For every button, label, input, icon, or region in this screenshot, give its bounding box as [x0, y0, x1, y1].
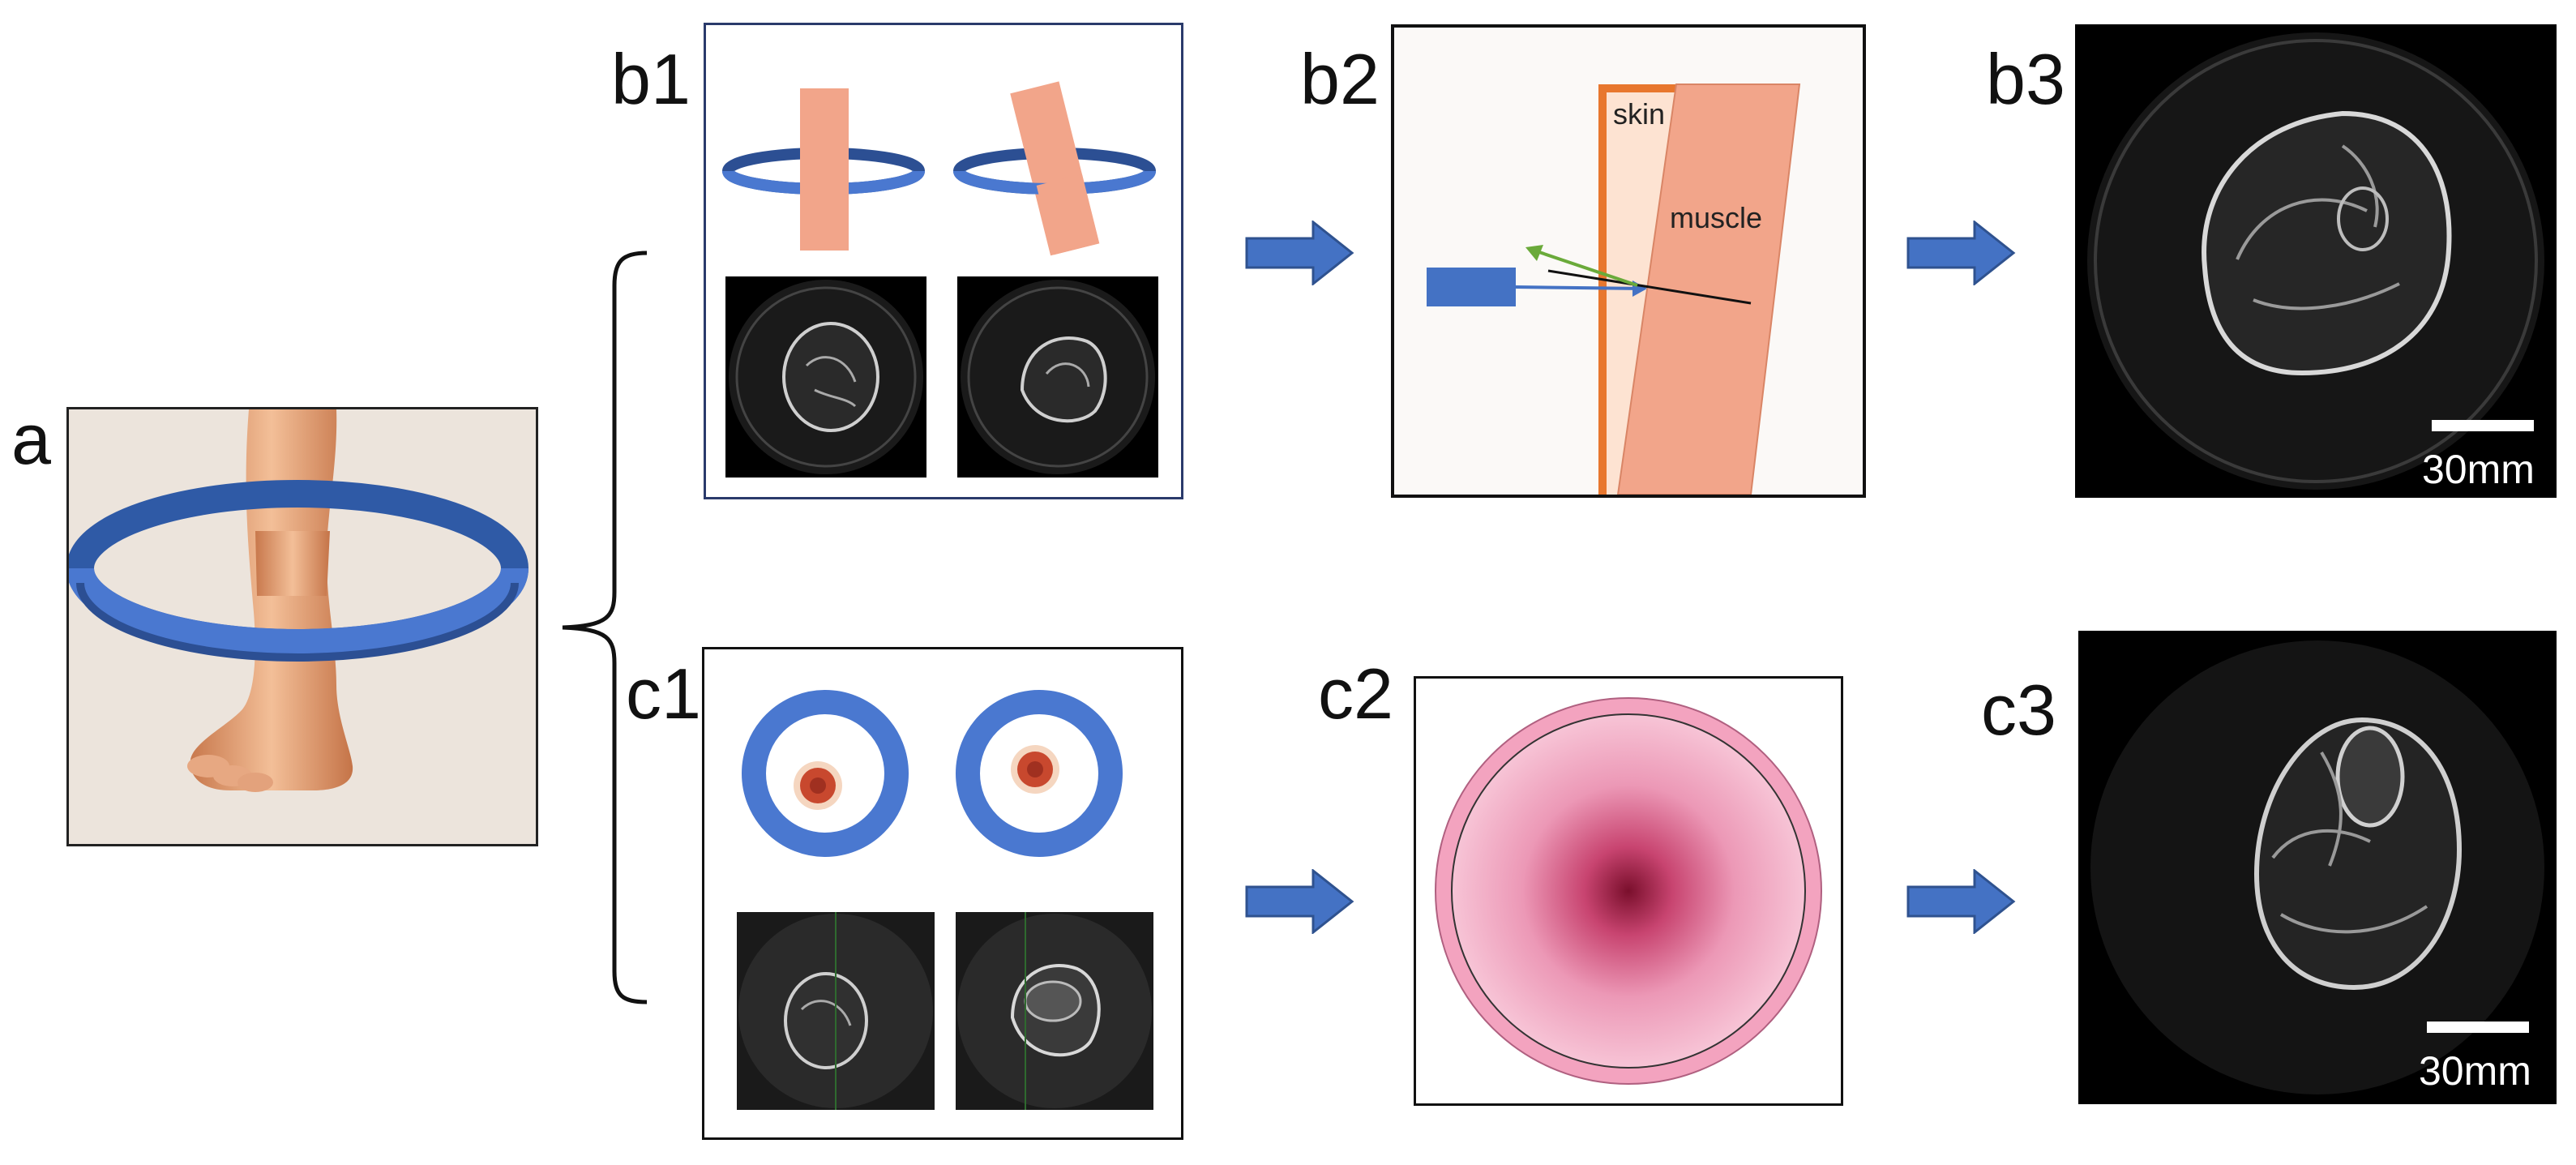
ring-crosssection-1: [742, 690, 909, 857]
flow-arrow-icon: [1245, 221, 1354, 285]
flow-arrow-icon: [1906, 869, 2016, 934]
muscle-label: muscle: [1670, 201, 1763, 234]
panel-b2-box: skin muscle: [1391, 24, 1866, 498]
flow-arrow-icon: [1906, 221, 2016, 285]
ultrasound-thumbnail-2: [957, 276, 1158, 478]
skin-muscle-diagram: [1394, 28, 1863, 495]
panel-label-c2: c2: [1318, 653, 1393, 734]
ultrasound-thumbnail-1: [725, 276, 926, 478]
panel-label-a: a: [11, 399, 51, 479]
grouping-brace: [562, 251, 648, 1004]
panel-c3-ultrasound: 30mm: [2078, 631, 2557, 1104]
leg-illustration-icon: [66, 409, 528, 792]
ring-diagram-tilted: [953, 81, 1156, 256]
panel-label-c1: c1: [626, 653, 701, 734]
panel-c2-box: [1414, 676, 1843, 1106]
scale-label: 30mm: [2422, 447, 2535, 492]
panel-label-b3: b3: [1986, 39, 2065, 119]
panel-label-c3: c3: [1981, 670, 2056, 750]
panel-b1-box: [704, 23, 1183, 499]
panel-label-b2: b2: [1300, 39, 1380, 119]
skin-label: skin: [1613, 97, 1666, 131]
scale-bar: [2427, 1022, 2529, 1033]
panel-a-image: [66, 407, 538, 846]
ring-diagram-straight: [722, 88, 925, 251]
ultrasound-thumbnail-4: [956, 912, 1153, 1110]
sound-speed-disk: [1435, 697, 1822, 1085]
scale-label: 30mm: [2419, 1048, 2531, 1094]
flow-arrow-icon: [1245, 869, 1354, 934]
panel-label-b1: b1: [611, 39, 691, 119]
panel-b3-ultrasound: 30mm: [2075, 24, 2557, 498]
panel-c1-box: [702, 647, 1183, 1140]
ultrasound-thumbnail-3: [737, 912, 935, 1110]
scale-bar: [2432, 420, 2534, 431]
ring-crosssection-2: [956, 690, 1123, 857]
